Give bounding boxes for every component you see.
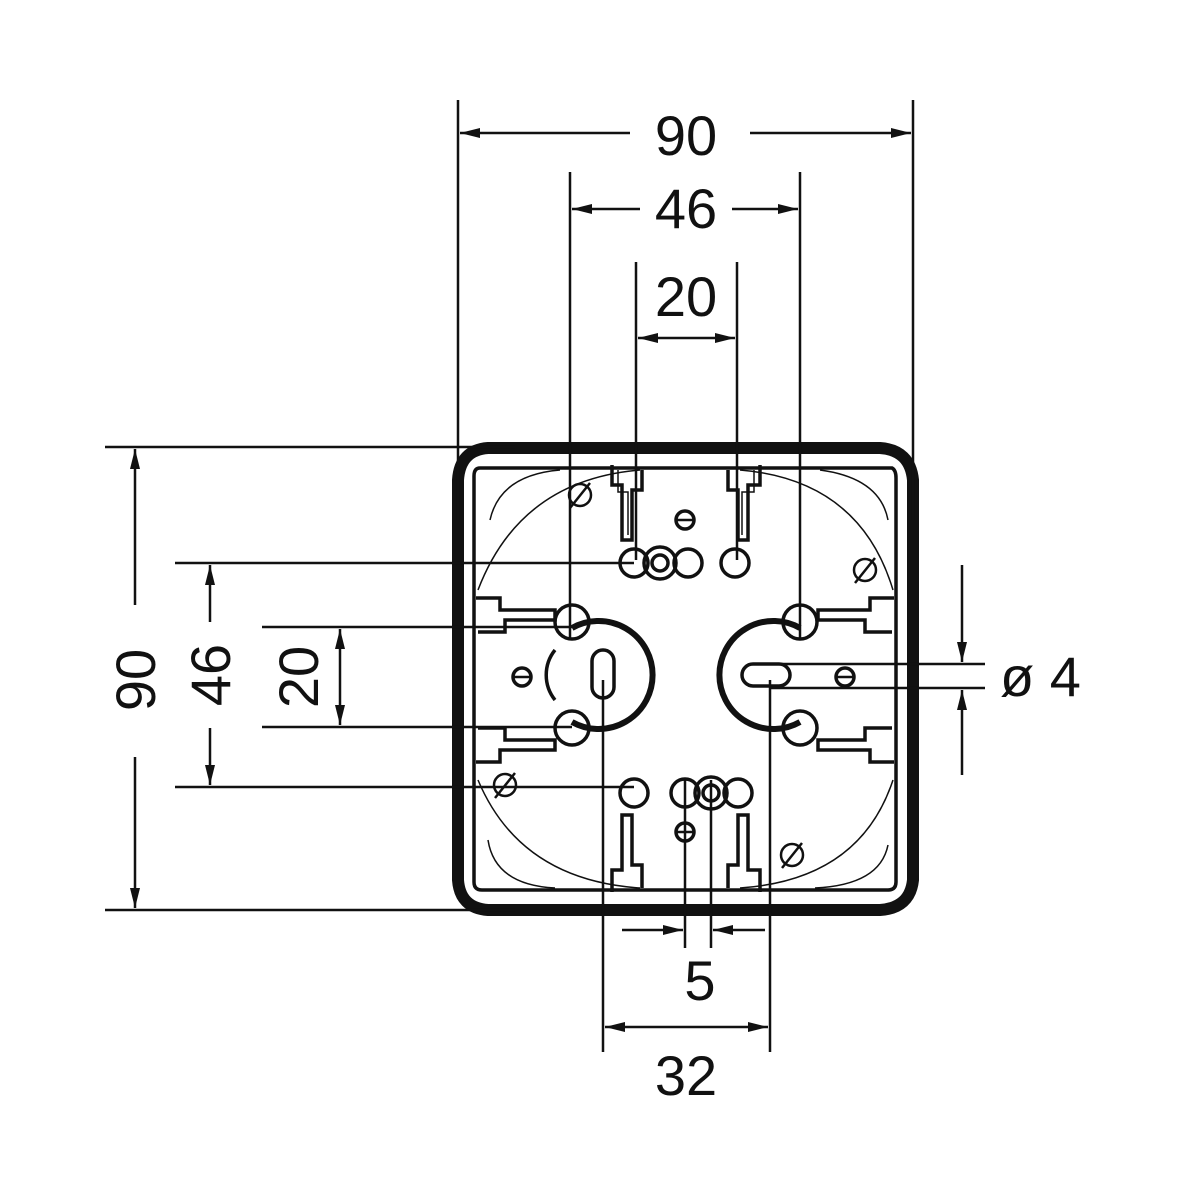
box-body	[452, 442, 919, 916]
dim-left-outer: 90	[104, 649, 167, 711]
dim-top-outer: 90	[655, 104, 717, 167]
left-knockouts	[476, 596, 557, 764]
bottom-knockouts	[610, 813, 762, 892]
left-extension-lines	[105, 445, 634, 912]
top-knockouts	[610, 465, 762, 542]
dim-left-mid: 46	[179, 644, 242, 706]
dim-bottom-small: 5	[684, 949, 715, 1012]
dim-top-mid: 46	[655, 177, 717, 240]
rotation-marks	[492, 482, 878, 869]
dim-left-inner: 20	[267, 646, 330, 708]
right-knockouts	[816, 596, 894, 764]
left-mounting-lobe	[544, 603, 656, 747]
screw-holes	[511, 509, 856, 843]
dim-bottom-wide: 32	[655, 1044, 717, 1107]
right-mounting-lobe	[716, 603, 819, 747]
dim-top-inner: 20	[655, 265, 717, 328]
dimension-lines	[130, 128, 967, 1032]
dim-hole-diameter: ø 4	[1000, 645, 1081, 708]
bottom-right-extension-lines	[601, 662, 985, 1052]
